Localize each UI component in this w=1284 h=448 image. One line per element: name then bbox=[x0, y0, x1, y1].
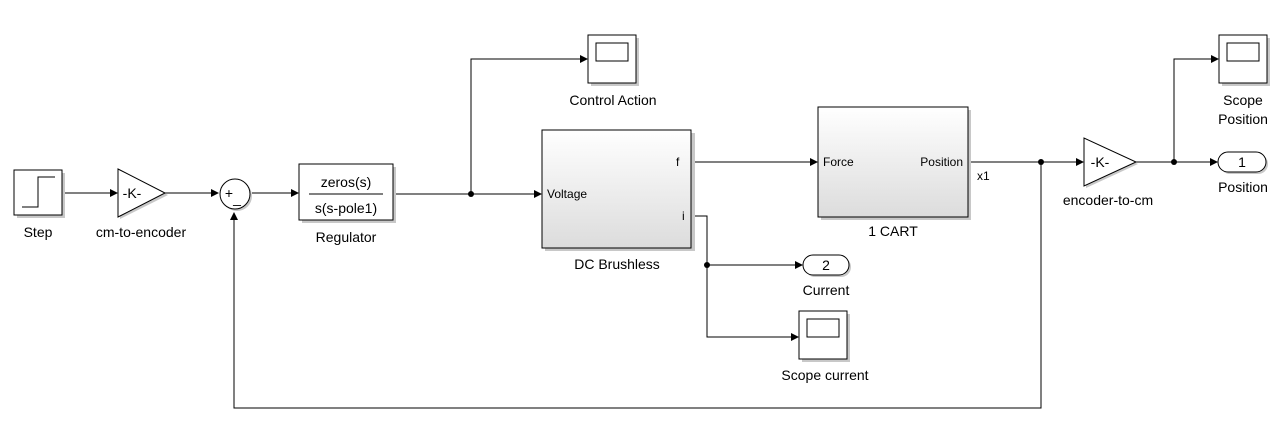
gain-symbol: -K- bbox=[1091, 154, 1110, 170]
regulator-numerator: zeros(s) bbox=[321, 174, 372, 190]
step-block[interactable]: Step bbox=[13, 169, 65, 240]
scope-control-label: Control Action bbox=[569, 92, 656, 108]
step-icon bbox=[22, 176, 55, 208]
outport-current[interactable]: 2 Current bbox=[802, 254, 851, 298]
arrowhead bbox=[230, 212, 238, 220]
gain-label: cm-to-encoder bbox=[96, 224, 187, 240]
port-i: i bbox=[682, 209, 685, 223]
wire-i-to-scope-current[interactable] bbox=[691, 215, 793, 338]
arrowhead bbox=[580, 55, 588, 63]
scope-icon bbox=[1226, 42, 1260, 62]
scope-control-action[interactable]: Control Action bbox=[569, 34, 657, 108]
cart-label: 1 CART bbox=[868, 223, 918, 239]
scope-position-label-line1: Scope bbox=[1223, 92, 1263, 108]
gain-symbol: -K- bbox=[123, 185, 142, 201]
arrowhead bbox=[795, 261, 803, 269]
outport-position[interactable]: 1 Position bbox=[1217, 151, 1268, 195]
signal-x1-label: x1 bbox=[977, 169, 990, 183]
scope-icon bbox=[595, 42, 629, 62]
arrowhead bbox=[1076, 158, 1084, 166]
wire-feedback[interactable] bbox=[233, 162, 1042, 409]
sum-block[interactable]: + _ bbox=[219, 178, 252, 211]
gain-cm-to-encoder[interactable]: -K- cm-to-encoder bbox=[96, 168, 187, 240]
outport-number: 1 bbox=[1238, 154, 1246, 170]
scope-current-label: Scope current bbox=[781, 367, 868, 383]
arrowhead bbox=[291, 189, 299, 197]
sum-plus-sign: + bbox=[225, 185, 233, 201]
wire-to-control-scope[interactable] bbox=[470, 58, 582, 194]
port-voltage: Voltage bbox=[547, 187, 587, 201]
gain-label: encoder-to-cm bbox=[1063, 192, 1153, 208]
regulator-denominator: s(s-pole1) bbox=[315, 200, 377, 216]
arrowhead bbox=[534, 190, 542, 198]
scope-position-label-line2: Position bbox=[1218, 111, 1268, 127]
wire-to-scope-position[interactable] bbox=[1173, 58, 1213, 162]
gain-encoder-to-cm[interactable]: -K- encoder-to-cm bbox=[1063, 137, 1153, 208]
signal-lines bbox=[62, 55, 1219, 409]
outport-current-label: Current bbox=[803, 282, 850, 298]
step-label: Step bbox=[24, 224, 53, 240]
arrowhead bbox=[1210, 158, 1218, 166]
sum-minus-sign: _ bbox=[232, 190, 241, 206]
arrowhead bbox=[110, 189, 118, 197]
cart-subsystem[interactable]: Force Position 1 CART bbox=[817, 106, 971, 239]
regulator-block[interactable]: zeros(s) s(s-pole1) Regulator bbox=[298, 163, 396, 245]
arrowhead bbox=[791, 333, 799, 341]
port-position: Position bbox=[920, 155, 963, 169]
regulator-label: Regulator bbox=[316, 229, 377, 245]
arrowhead bbox=[211, 189, 219, 197]
outport-position-label: Position bbox=[1218, 179, 1268, 195]
port-force: Force bbox=[823, 155, 854, 169]
outport-number: 2 bbox=[822, 257, 830, 273]
scope-current[interactable]: Scope current bbox=[781, 310, 869, 383]
arrowhead bbox=[810, 158, 818, 166]
scope-icon bbox=[806, 318, 840, 338]
dc-brushless-subsystem[interactable]: Voltage f i DC Brushless bbox=[541, 129, 695, 272]
dc-brushless-label: DC Brushless bbox=[574, 256, 660, 272]
scope-position[interactable]: Scope Position bbox=[1218, 34, 1270, 127]
arrowhead bbox=[1211, 55, 1219, 63]
port-f: f bbox=[676, 155, 680, 169]
